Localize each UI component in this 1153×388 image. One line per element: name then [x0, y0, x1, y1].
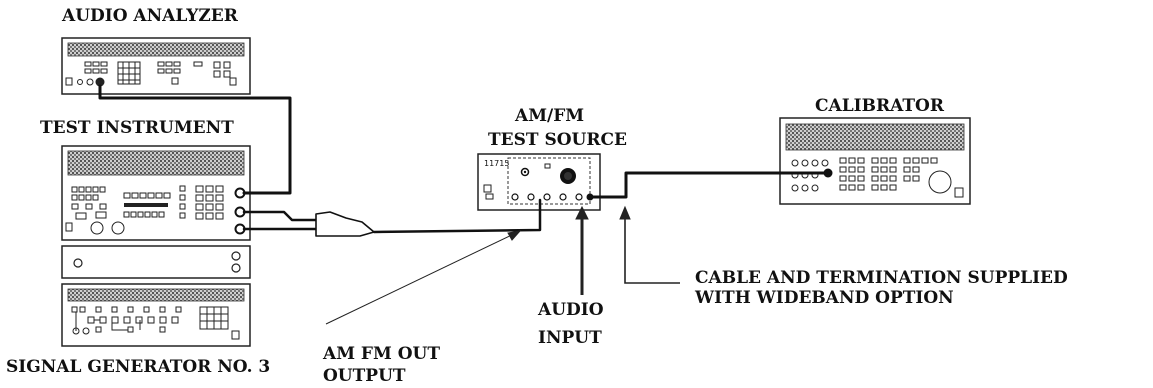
audio-analyzer-instrument: [61, 37, 251, 95]
am-fm-label: AM/FM: [515, 106, 585, 126]
cables: [98, 84, 828, 237]
audio-input-label-line1: AUDIO: [538, 300, 604, 320]
pointer-lines: [325, 205, 680, 325]
test-instrument-label: TEST INSTRUMENT: [40, 118, 234, 138]
output-label: OUTPUT: [323, 366, 406, 386]
audio-analyzer-label: AUDIO ANALYZER: [62, 6, 238, 26]
calibrator-instrument: [779, 117, 971, 205]
signal-generator-label: SIGNAL GENERATOR NO. 3: [6, 357, 271, 377]
signal-generator-unit: [61, 283, 251, 347]
test-source-label: TEST SOURCE: [488, 130, 627, 150]
rack-filler-unit: [61, 245, 251, 279]
test-source-model-label: 11715: [484, 159, 509, 168]
test-instrument-unit: [61, 145, 251, 241]
calibrator-label: CALIBRATOR: [815, 96, 944, 116]
audio-input-label-line2: INPUT: [538, 328, 602, 348]
cable-termination-label-line2: WITH WIDEBAND OPTION: [695, 288, 954, 308]
am-fm-out-label: AM FM OUT: [323, 344, 441, 364]
cable-termination-label-line1: CABLE AND TERMINATION SUPPLIED: [695, 268, 1068, 288]
